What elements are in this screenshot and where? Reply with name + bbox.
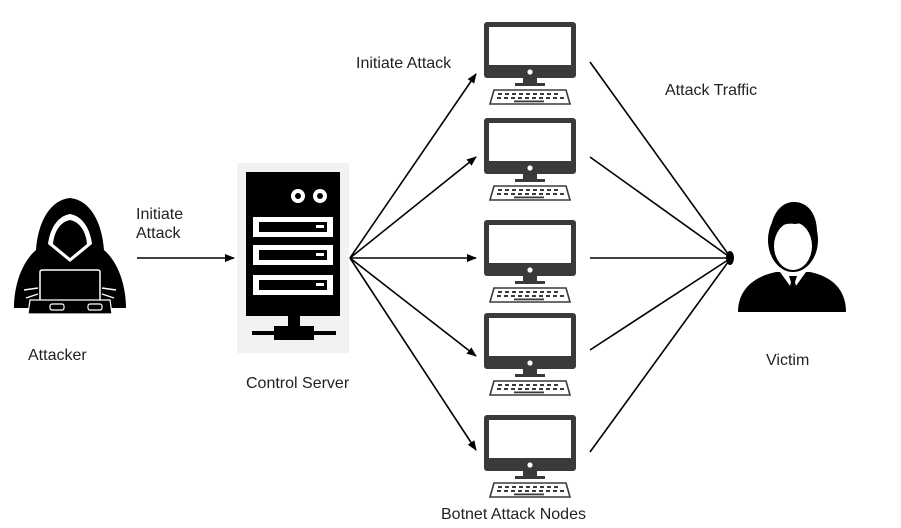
- edge-node-5-to-victim: [589, 257, 732, 453]
- edge-server-to-node-2: [349, 156, 477, 259]
- botnet-nodes: [483, 21, 577, 498]
- botnet-label: Botnet Attack Nodes: [441, 506, 586, 523]
- edge-server-to-node-5: [349, 257, 477, 451]
- desktop-computer-icon: [483, 312, 577, 396]
- server-to-botnet-edges: [349, 73, 477, 451]
- victim-node: [738, 202, 846, 312]
- victim-label: Victim: [766, 352, 810, 369]
- edge-server-to-node-1: [349, 73, 477, 259]
- edge-server-to-node-4: [349, 257, 477, 357]
- botnet-to-victim-edges: [589, 61, 732, 453]
- attack-traffic-label: Attack Traffic: [665, 82, 758, 99]
- initiate-attack-label-line2: Attack: [136, 225, 181, 242]
- initiate-attack-fan-label: Initiate Attack: [356, 55, 452, 72]
- edge-node-4-to-victim: [589, 257, 732, 351]
- hooded-hacker-icon: [14, 198, 126, 315]
- desktop-computer-icon: [483, 21, 577, 105]
- attacker-label: Attacker: [28, 347, 87, 364]
- server-tower-icon: [246, 172, 340, 340]
- server-node: [237, 163, 349, 353]
- desktop-computer-icon: [483, 117, 577, 201]
- businessman-icon: [738, 202, 846, 312]
- convergence-point: [726, 251, 734, 265]
- attacker-node: [14, 198, 126, 315]
- desktop-computer-icon: [483, 219, 577, 303]
- edge-node-1-to-victim: [589, 61, 732, 259]
- desktop-computer-icon: [483, 414, 577, 498]
- initiate-attack-label-line1: Initiate: [136, 206, 184, 223]
- server-label: Control Server: [246, 375, 350, 392]
- edge-node-2-to-victim: [589, 156, 732, 259]
